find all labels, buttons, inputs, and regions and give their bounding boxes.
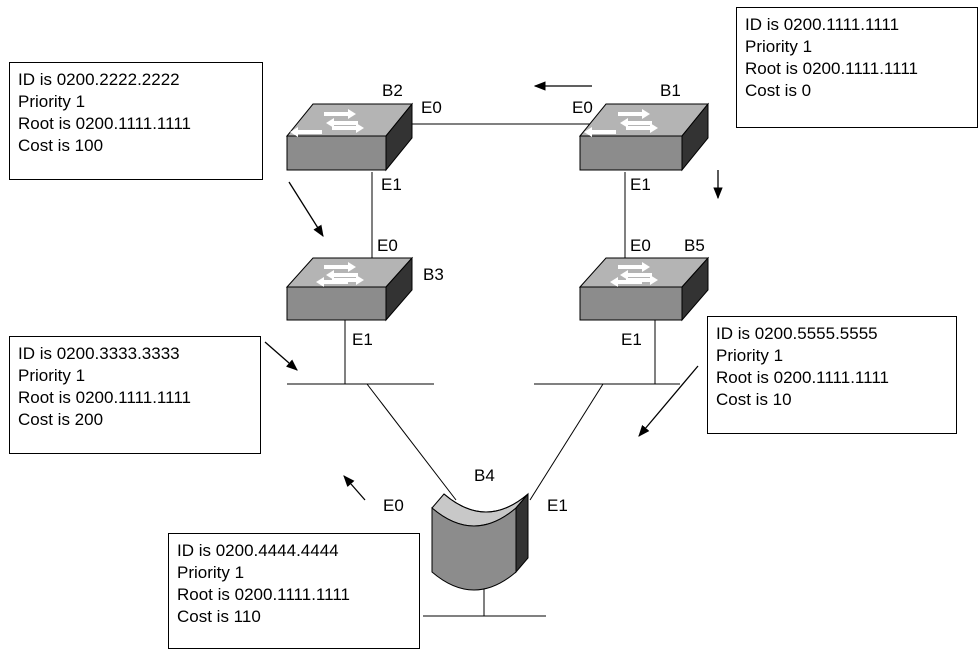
bridge-name-b5: B5 [684,236,705,255]
port-label-b1-e0: E0 [572,98,593,117]
info-line: Priority 1 [716,346,784,365]
bridge-b4-icon [431,492,529,591]
info-box-b4: ID is 0200.4444.4444 Priority 1 Root is … [168,533,420,649]
info-box-b3: ID is 0200.3333.3333 Priority 1 Root is … [9,336,261,454]
info-line: Cost is 10 [716,390,792,409]
port-label-b2-e0: E0 [421,98,442,117]
info-line: Priority 1 [177,563,245,582]
switch-b5-icon [578,256,710,322]
info-box-b1: ID is 0200.1111.1111 Priority 1 Root is … [736,7,978,128]
info-line: Cost is 0 [745,81,812,100]
port-label-b4-e1: E1 [547,496,568,515]
info-line: Priority 1 [745,37,813,56]
info-line: Root is 0200.1111.1111 [177,585,350,604]
bridge-name-b3: B3 [423,265,444,284]
bridge-name-b2: B2 [382,81,403,100]
info-line: Root is 0200.1111.1111 [18,114,191,133]
arrow-b3-info [264,341,298,371]
port-label-b5-e0: E0 [630,236,651,255]
link-b4-e0 [366,383,457,501]
switch-b1-icon [578,102,710,172]
info-line: Root is 0200.1111.1111 [716,368,889,387]
info-line: ID is 0200.4444.4444 [177,541,339,560]
switch-b2-icon [285,102,414,172]
info-line: ID is 0200.5555.5555 [716,324,878,343]
info-line: Root is 0200.1111.1111 [18,388,191,407]
info-box-b5: ID is 0200.5555.5555 Priority 1 Root is … [707,316,957,434]
info-line: Cost is 200 [18,410,104,429]
port-label-b3-e1: E1 [352,330,373,349]
info-line: ID is 0200.2222.2222 [18,70,180,89]
link-b4-e1 [529,383,604,501]
port-label-b4-e0: E0 [383,496,404,515]
info-line: ID is 0200.1111.1111 [745,15,900,34]
port-label-b5-e1: E1 [621,330,642,349]
info-line: Cost is 100 [18,136,104,155]
arrow-b5-info [638,365,699,437]
port-label-b3-e0: E0 [377,236,398,255]
info-line: Root is 0200.1111.1111 [745,59,918,78]
arrow-b2-info [288,181,324,237]
info-box-b2: ID is 0200.2222.2222 Priority 1 Root is … [9,62,263,180]
bridge-name-b1: B1 [660,81,681,100]
port-label-b1-e1: E1 [630,175,651,194]
info-line: Priority 1 [18,366,86,385]
bridge-name-b4: B4 [474,466,495,485]
info-line: Priority 1 [18,92,86,111]
port-label-b2-e1: E1 [381,175,402,194]
info-line: Cost is 110 [177,607,261,626]
switch-b3-icon [285,256,414,322]
arrow-b4-info [343,475,366,501]
info-line: ID is 0200.3333.3333 [18,344,180,363]
